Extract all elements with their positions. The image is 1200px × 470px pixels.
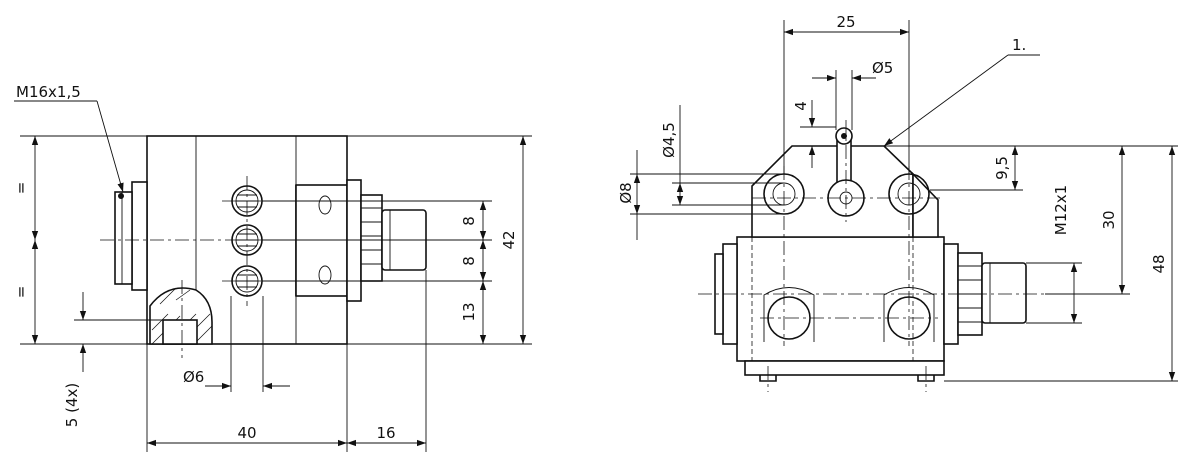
left-view: M16x1,5 = = 8 8 13 42 Ø6 5 (4x) 40 16 bbox=[12, 83, 532, 452]
cap-hole-upper bbox=[318, 195, 332, 215]
base-slot-right bbox=[917, 375, 935, 382]
base-slot-left bbox=[759, 375, 777, 382]
r-label-total-height: 48 bbox=[1150, 254, 1168, 273]
label-offset: 13 bbox=[460, 302, 478, 321]
label-pitch-1: 8 bbox=[460, 216, 478, 226]
right-base-plate bbox=[744, 360, 945, 376]
label-hole6: Ø6 bbox=[183, 368, 204, 386]
r-label-hole-8: Ø8 bbox=[617, 182, 635, 203]
r-callout-leader bbox=[883, 54, 1009, 147]
counterbore-section bbox=[149, 287, 213, 345]
r-label-lever-diameter: Ø5 bbox=[872, 59, 893, 77]
r-label-hole-45: Ø4,5 bbox=[660, 122, 678, 158]
label-width: 40 bbox=[237, 424, 256, 442]
label-pitch-2: 8 bbox=[460, 256, 478, 266]
plunger-collar bbox=[131, 181, 148, 291]
label-thread: M16x1,5 bbox=[16, 83, 81, 101]
label-extension: 16 bbox=[376, 424, 395, 442]
r-label-25: 25 bbox=[836, 13, 855, 31]
r-label-top-offset: 9,5 bbox=[993, 156, 1011, 180]
r-label-callout: 1. bbox=[1012, 36, 1026, 54]
left-side-cap bbox=[295, 184, 348, 297]
lever-roller-pin bbox=[841, 133, 847, 139]
plunger-head bbox=[114, 191, 133, 285]
right-view: 25 1. Ø5 4 Ø4,5 Ø8 9,5 M12x1 30 48 bbox=[617, 13, 1178, 392]
label-equal-bottom: = bbox=[12, 286, 30, 299]
r-label-connector-height: 30 bbox=[1100, 210, 1118, 229]
thread-leader bbox=[96, 100, 124, 193]
label-step: 5 (4x) bbox=[63, 383, 81, 427]
r-label-lever-offset: 4 bbox=[792, 101, 810, 111]
cap-hole-lower bbox=[318, 265, 332, 285]
label-equal-top: = bbox=[12, 182, 30, 195]
left-cap-flange bbox=[346, 179, 362, 302]
right-connector-plug bbox=[981, 262, 1027, 324]
plunger-detail-dot bbox=[118, 193, 124, 199]
r-label-connector-thread: M12x1 bbox=[1052, 185, 1070, 235]
right-lower-block bbox=[736, 236, 945, 362]
label-height: 42 bbox=[500, 230, 518, 249]
